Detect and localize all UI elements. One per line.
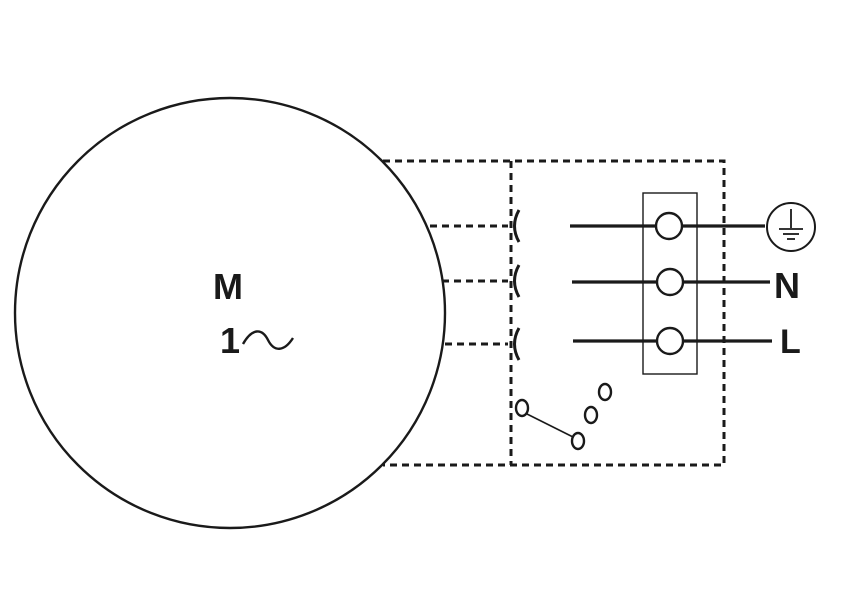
motor-circle: [13, 96, 447, 530]
connector-bracket-1: [513, 209, 521, 243]
terminal-block: [570, 192, 772, 375]
connection-box-outline: [383, 159, 726, 467]
switch-lever: [526, 413, 574, 438]
protective-earth-icon: [766, 202, 816, 252]
connector-bracket-2: [513, 264, 521, 298]
motor-leads: [430, 224, 508, 346]
connector-bracket-3: [513, 327, 521, 361]
motor-label: M: [213, 266, 243, 307]
terminal-label-neutral: N: [774, 265, 800, 306]
connection-box: [383, 159, 726, 467]
switch-contact-3: [597, 382, 613, 402]
terminal-screw-earth: [654, 211, 684, 241]
switch-contact-1: [570, 431, 586, 451]
motor-phase-label: 1: [220, 320, 240, 361]
rotary-speed-selector-icon: [514, 382, 613, 451]
switch-pivot-contact: [514, 398, 530, 418]
motor: M 1: [13, 96, 447, 530]
terminal-label-line: L: [780, 323, 801, 361]
ac-symbol-icon: [241, 330, 295, 350]
terminal-screw-line: [655, 326, 685, 356]
switch-contact-2: [583, 405, 599, 425]
terminal-screw-neutral: [655, 267, 685, 297]
lead-connectors: [513, 209, 521, 361]
earth-symbol-ring: [766, 202, 816, 252]
